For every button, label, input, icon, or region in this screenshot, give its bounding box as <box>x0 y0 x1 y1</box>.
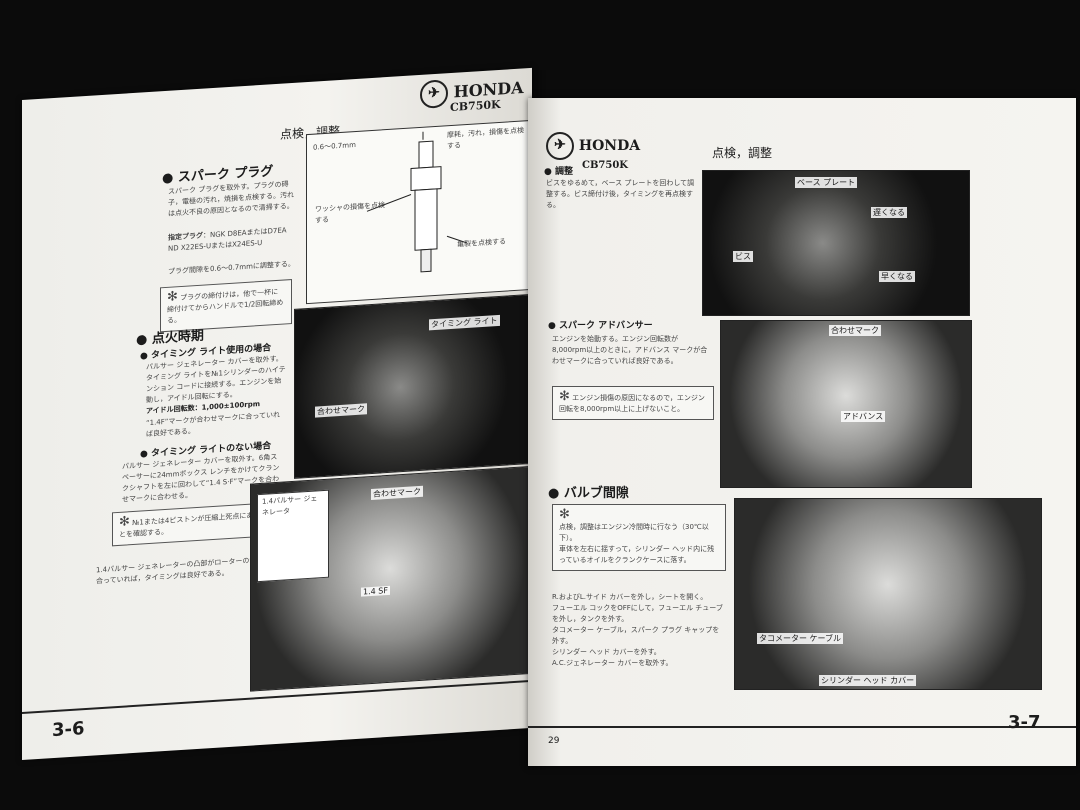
adjust-body: ビスをゆるめて，ベース プレートを回わして調整する。ビス締付け後，タイミングを再… <box>546 179 695 209</box>
asterisk-icon: ✻ <box>559 507 570 522</box>
honda-logo-right: ✈ HONDA CB750K <box>546 132 640 171</box>
model-name: CB750K <box>450 97 501 115</box>
timing-mark-label: 合わせマーク <box>315 403 367 418</box>
timing-light-photo: タイミング ライト 合わせマーク <box>294 294 530 479</box>
spark-plug-note-text: プラグの締付けは，他で一杯に締付けてからハンドルで1/2回転締める。 <box>167 287 284 325</box>
valve-step5: A.C.ジェネレーター カバーを取外す。 <box>552 659 673 667</box>
left-page-number: 3-6 <box>52 718 85 742</box>
ignition-body4: 1.4パルサー ジェネレーターの凸部がローターの溝と合っていれば，タイミングは良… <box>96 555 264 586</box>
valve-steps: R.およびL.サイド カバーを外し，シートを開く。 フューエル コックをOFFに… <box>552 592 724 669</box>
honda-wing-icon: ✈ <box>546 132 574 160</box>
right-page-number: 3-7 <box>1008 712 1041 733</box>
advancer-body: エンジンを始動する。エンジン回転数が8,000rpm以上のときに，アドバンス マ… <box>552 335 708 365</box>
pulser-scale-label: 1.4 SF <box>361 585 390 597</box>
valve-heading: ● バルブ間隙 <box>548 486 629 501</box>
advancer-heading-text: スパーク アドバンサー <box>559 321 653 331</box>
base-plate-label: ベース プレート <box>795 177 858 188</box>
valve-note: ✻ 点検，調整はエンジン冷間時に行なう（30℃以下）。 車体を左右に揺すって，シ… <box>552 504 726 571</box>
spark-plug-figure: 0.6～0.7mm 摩耗，汚れ，損傷を点検する ワッシャの損傷を点検する 亀裂を… <box>306 120 530 305</box>
fig-washer-label: ワッシャの損傷を点検する <box>315 201 385 225</box>
spark-plug-note: ✻ プラグの締付けは，他で一杯に締付けてからハンドルで1/2回転締める。 <box>160 279 292 333</box>
brand-name-right: HONDA <box>578 138 641 154</box>
pulser-generator-photo: 1.4パルサー ジェネレータ 合わせマーク 1.4 SF <box>250 466 530 692</box>
base-plate-photo: ベース プレート ビス 遅くなる 早くなる <box>702 170 970 316</box>
valve-note2: 車体を左右に揺すって，シリンダー ヘッド内に残っているオイルをクランクケースに落… <box>559 545 715 564</box>
honda-wing-icon: ✈ <box>420 79 448 109</box>
spark-plug-gap: プラグ間隙を0.6～0.7mmに調整する。 <box>168 259 295 276</box>
advancer-mark-label: 合わせマーク <box>829 325 881 336</box>
spark-plug-body: スパーク プラグを取外す。プラグの碍子，電極の汚れ，焼損を点検する。汚れは点火不… <box>168 180 294 218</box>
spark-plug-spec: 指定プラグ：NGK D8EAまたはD7EA ND X22ES-UまたはX24ES… <box>168 225 294 253</box>
advancer-note: ✻ エンジン損傷の原因になるので，エンジン回転を8,000rpm以上に上げないこ… <box>552 386 714 420</box>
right-footer-rule <box>528 726 1076 728</box>
advance-label: 早くなる <box>879 271 915 282</box>
asterisk-icon: ✻ <box>167 289 178 305</box>
asterisk-icon: ✻ <box>119 514 130 530</box>
asterisk-icon: ✻ <box>559 389 570 404</box>
section-title-right: 点検，調整 <box>712 146 773 160</box>
model-name-right: CB750K <box>582 160 628 171</box>
spark-plug-drawing <box>366 131 468 273</box>
spark-advancer-photo: 合わせマーク アドバンス <box>720 320 972 488</box>
ignition-note-text: №1または4ピストンが圧縮上死点にあることを確認する。 <box>119 510 268 539</box>
pulser-inset-figure: 1.4パルサー ジェネレータ <box>257 489 329 583</box>
valve-heading-text: バルブ間隙 <box>563 486 629 501</box>
advancer-note-text: エンジン損傷の原因になるので，エンジン回転を8,000rpm以上に上げないこと。 <box>559 394 705 413</box>
valve-step1: R.およびL.サイド カバーを外し，シートを開く。 <box>552 593 708 601</box>
timing-light-label: タイミング ライト <box>429 314 500 331</box>
spec-label: 指定プラグ <box>168 231 203 242</box>
advancer-adv-label: アドバンス <box>841 411 886 422</box>
cylinder-head-photo: タコメーター ケーブル シリンダー ヘッド カバー <box>734 498 1042 690</box>
screw-label: ビス <box>733 251 753 262</box>
valve-step3: タコメーター ケーブル，スパーク プラグ キャップを外す。 <box>552 626 720 645</box>
head-cover-label: シリンダー ヘッド カバー <box>819 675 917 686</box>
pulser-inset-label: 1.4パルサー ジェネレータ <box>262 494 318 517</box>
right-page: ✈ HONDA CB750K 点検，調整 ● 調整 ビスをゆるめて，ベース プレ… <box>528 98 1076 766</box>
footer-page-number: 29 <box>548 736 560 746</box>
retard-label: 遅くなる <box>871 207 907 218</box>
adjust-heading-text: 調整 <box>555 167 574 177</box>
tacho-cable-label: タコメーター ケーブル <box>757 633 844 644</box>
valve-step4: シリンダー ヘッド カバーを外す。 <box>552 648 661 656</box>
valve-note1: 点検，調整はエンジン冷間時に行なう（30℃以下）。 <box>559 523 709 542</box>
advancer-heading: ● スパーク アドバンサー <box>548 321 653 331</box>
adjust-heading: ● 調整 <box>544 167 574 177</box>
pulser-mark-label: 合わせマーク <box>371 485 423 501</box>
left-page: ✈ HONDA CB750K 点検，調整 ● スパーク プラグ スパーク プラグ… <box>22 67 532 761</box>
valve-step2: フューエル コックをOFFにして，フューエル チューブを外し，タンクを外す。 <box>552 604 723 623</box>
